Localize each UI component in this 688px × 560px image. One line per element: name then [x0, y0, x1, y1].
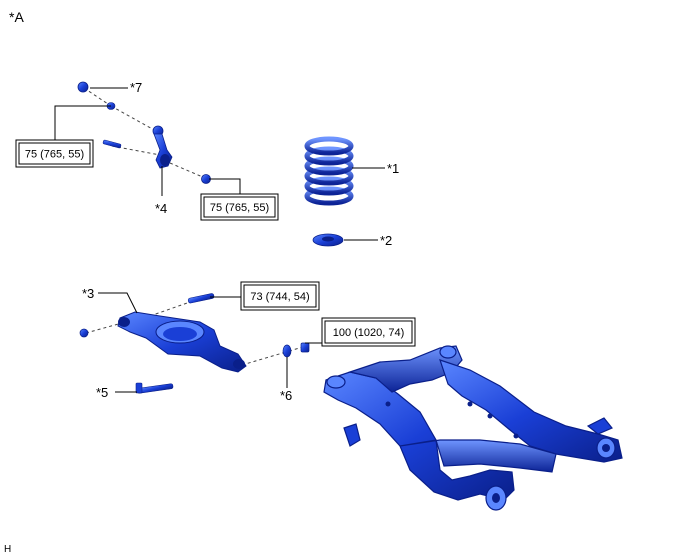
nut-arm-right — [300, 342, 310, 353]
spring-insulator — [312, 233, 344, 247]
callout-4: *4 — [155, 201, 167, 216]
suspension-crossmember — [323, 345, 623, 511]
callout-6: *6 — [280, 388, 292, 403]
torque-spec-2: 75 (765, 55) — [210, 202, 269, 214]
callout-7: *7 — [130, 80, 142, 95]
view-label: *A — [9, 9, 24, 25]
torque-box-4: 100 (1020, 74) — [321, 317, 416, 347]
assembly-lines-link — [83, 87, 206, 179]
callout-2: *2 — [380, 233, 392, 248]
stabilizer-link — [152, 125, 173, 169]
bolt-5 — [135, 382, 174, 394]
coil-spring — [304, 136, 354, 206]
callout-3: *3 — [82, 286, 94, 301]
callout-5: *5 — [96, 385, 108, 400]
torque-box-1: 75 (765, 55) — [15, 139, 94, 168]
callout-1: *1 — [387, 161, 399, 176]
nut-arm-left — [79, 328, 89, 338]
cam-washer — [282, 344, 292, 358]
nut-7 — [77, 81, 89, 93]
leaders-top — [54, 87, 241, 196]
bolt-arm-upper — [187, 293, 215, 304]
bolt-small — [102, 139, 122, 149]
torque-spec-3: 73 (744, 54) — [250, 291, 309, 303]
torque-box-3: 73 (744, 54) — [240, 281, 320, 311]
lower-arm — [117, 311, 247, 373]
torque-box-2: 75 (765, 55) — [200, 193, 279, 221]
torque-spec-1: 75 (765, 55) — [25, 149, 84, 161]
torque-spec-4: 100 (1020, 74) — [333, 327, 405, 339]
figure-code: H — [4, 544, 12, 555]
